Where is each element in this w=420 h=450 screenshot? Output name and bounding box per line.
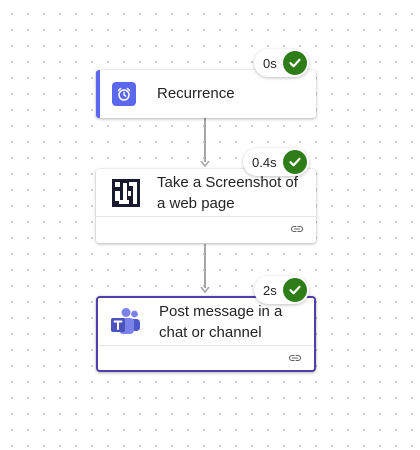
run-status-badge: 2s: [254, 276, 309, 304]
success-check-icon: [282, 150, 307, 174]
success-check-icon: [282, 278, 307, 302]
success-check-icon: [282, 51, 307, 75]
link-icon[interactable]: [288, 353, 302, 363]
teams-icon: [110, 306, 142, 336]
step-card-teams[interactable]: Post message in a chat or channel: [96, 296, 316, 372]
run-status-badge: 0s: [254, 49, 309, 77]
run-duration: 0.4s: [252, 154, 277, 170]
step-card-recurrence[interactable]: Recurrence: [96, 70, 316, 118]
screenshot-app-icon: [110, 177, 142, 209]
connector-line: [204, 244, 206, 288]
run-status-badge: 0.4s: [243, 148, 309, 176]
run-duration: 2s: [263, 282, 277, 298]
card-footer: [96, 216, 316, 242]
alarm-clock-icon: [112, 82, 136, 106]
card-accent-bar: [96, 70, 100, 118]
link-icon[interactable]: [290, 224, 304, 234]
step-title: Post message in a chat or channel: [159, 303, 283, 341]
connector-arrow-icon: [200, 161, 210, 167]
card-footer: [98, 345, 314, 371]
step-title: Take a Screenshot of a web page: [157, 174, 298, 212]
connector-line: [204, 118, 206, 162]
step-card-screenshot[interactable]: Take a Screenshot of a web page: [96, 169, 316, 243]
step-title: Recurrence: [157, 85, 235, 102]
run-duration: 0s: [263, 55, 277, 71]
connector-arrow-icon: [200, 287, 210, 293]
